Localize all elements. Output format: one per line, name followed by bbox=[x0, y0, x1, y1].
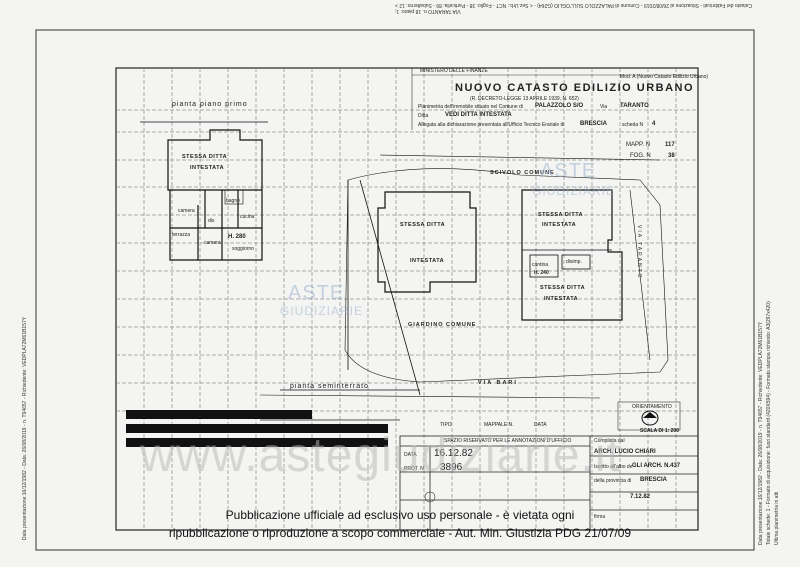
outer-frame bbox=[35, 29, 755, 551]
ufficio-value: BRESCIA bbox=[580, 121, 608, 127]
intestata-right: INTESTATA bbox=[542, 222, 577, 228]
room-bagno: bagno bbox=[226, 198, 240, 204]
form-data: DATA bbox=[534, 422, 547, 428]
intestata-upper: INTESTATA bbox=[190, 165, 225, 171]
orientation-label: ORIENTAMENTO bbox=[632, 404, 672, 410]
via-label: Via bbox=[600, 104, 608, 110]
watermark-aste-1: ASTE bbox=[540, 160, 597, 182]
form-prot-value: 3896 bbox=[440, 462, 463, 473]
piano-primo-label: pianta piano primo bbox=[172, 101, 248, 108]
via-bari-label: VIA BARI bbox=[478, 380, 518, 386]
form-prot-label: PROT. N. bbox=[404, 466, 426, 472]
room-h240: H. 240 bbox=[534, 270, 549, 276]
form-albo: GLI ARCH. N.437 bbox=[632, 463, 681, 469]
watermark-big: www.astegiudiziarie.it bbox=[140, 429, 621, 482]
model-label: Mod. A (Nuovo Catasto Edilizio Urbano) bbox=[620, 74, 709, 80]
footer-form bbox=[260, 419, 699, 531]
form-signature-label: firma bbox=[594, 514, 606, 520]
notice-line2: ripubblicazione o riproduzione a scopo c… bbox=[168, 526, 632, 540]
room-soggiorno: soggiorno bbox=[232, 246, 254, 252]
form-compilata: Compilata dal bbox=[594, 438, 625, 444]
redaction-bar-3 bbox=[126, 438, 388, 447]
watermark-giudiziarie-2: GIUDIZIARIE bbox=[280, 304, 364, 318]
stessa-ditta-right: STESSA DITTA bbox=[538, 212, 584, 218]
form-iscritto: Iscritto all'albo de bbox=[594, 464, 633, 470]
form-mappale: MAPPALE N. bbox=[484, 422, 514, 428]
form-provincia-label: della provincia di bbox=[594, 478, 632, 484]
stessa-ditta-lower: STESSA DITTA bbox=[540, 285, 586, 291]
redaction-bar-1 bbox=[126, 410, 312, 419]
intestata-lower: INTESTATA bbox=[544, 296, 579, 302]
room-h280: H. 280 bbox=[228, 234, 246, 240]
form-date-value: 16.12.82 bbox=[434, 448, 473, 459]
redaction-bar-2 bbox=[126, 424, 388, 433]
watermark-giudiziarie-1: GIUDIZIARIE bbox=[532, 184, 616, 198]
scheda-value: 4 bbox=[652, 121, 656, 127]
intestata-middle: INTESTATA bbox=[410, 258, 445, 264]
mapp-value: 117 bbox=[665, 142, 675, 148]
form-data-label: DATA bbox=[404, 452, 417, 458]
room-terrazza: terrazza bbox=[172, 232, 191, 238]
piano-primo-plan bbox=[167, 129, 263, 261]
room-dis: dis bbox=[208, 218, 215, 224]
ditta-value: VEDI DITTA INTESTATA bbox=[445, 112, 512, 118]
room-disimp: disimp. bbox=[566, 259, 582, 265]
ditta-label: Ditta bbox=[418, 113, 429, 119]
allegata-label: Allegata alla dichiarazione presentata a… bbox=[418, 122, 565, 128]
site-plan bbox=[259, 154, 669, 399]
seminterrato-label: pianta seminterrato bbox=[290, 383, 369, 390]
room-camera2: camera bbox=[204, 240, 221, 246]
main-title: NUOVO CATASTO EDILIZIO URBANO bbox=[455, 82, 695, 94]
form-spazio: SPAZIO RISERVATO PER LE ANNOTAZIONI D'UF… bbox=[444, 438, 572, 444]
orientation-symbol bbox=[617, 401, 681, 431]
ministry-label: MINISTERO DELLE FINANZE bbox=[420, 68, 488, 74]
comune-value: PALAZZOLO S/O bbox=[535, 103, 584, 109]
form-date-signed: 7.12.82 bbox=[630, 494, 651, 500]
subtitle: (R. DECRETO-LEGGE 13 APRILE 1939, N. 652… bbox=[470, 96, 579, 102]
form-architect: ARCH. LUCIO CHIARI bbox=[594, 449, 656, 455]
fog-value: 38 bbox=[668, 153, 675, 159]
watermark-aste-2: ASTE bbox=[288, 282, 345, 304]
mapp-label: MAPP. N bbox=[626, 142, 650, 148]
planimetry-label: Planimetria dell'immobile situato nel Co… bbox=[418, 104, 523, 110]
stessa-ditta-upper: STESSA DITTA bbox=[182, 154, 228, 160]
form-tipo: TIPO bbox=[440, 422, 452, 428]
via-value: TARANTO bbox=[620, 103, 649, 109]
via-taranto-side-label: VIA TARANTO bbox=[636, 225, 642, 280]
notice-line1: Pubblicazione ufficiale ad esclusivo uso… bbox=[225, 508, 575, 522]
form-provincia: BRESCIA bbox=[640, 477, 668, 483]
scale-label: SCALA DI 1: 200 bbox=[640, 428, 679, 434]
room-cantina: cantina bbox=[532, 262, 549, 268]
scivolo-label: SCIVOLO COMUNE bbox=[490, 170, 555, 176]
room-camera: camera bbox=[178, 208, 195, 214]
scheda-label: scheda N bbox=[622, 122, 644, 128]
giardino-label: GIARDINO COMUNE bbox=[408, 322, 477, 328]
fog-label: FOG. N bbox=[630, 153, 651, 159]
stessa-ditta-middle: STESSA DITTA bbox=[400, 222, 446, 228]
room-cucina: cucina bbox=[240, 214, 255, 220]
